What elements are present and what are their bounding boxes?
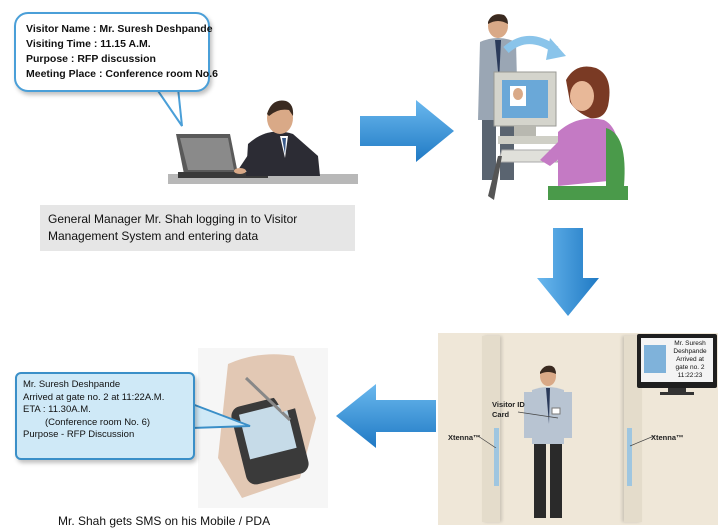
antenna-label-left: Xtenna™: [448, 433, 481, 442]
monitor-text: Mr. Suresh Deshpande Arrived at gate no.…: [668, 340, 712, 380]
monitor-screen: Mr. Suresh Deshpande Arrived at gate no.…: [641, 338, 713, 382]
antenna-right: [627, 428, 632, 486]
walking-visitor-illustration: [524, 365, 572, 518]
monitor-line-1: Mr. Suresh: [674, 340, 706, 347]
reception-desk-illustration: [478, 14, 628, 200]
sms-line-purpose: Purpose - RFP Discussion: [23, 429, 135, 440]
arrow-down: [537, 228, 599, 316]
sms-line-arrived: Arrived at gate no. 2 at 11:22A.M.: [23, 391, 165, 403]
monitor-display: Mr. Suresh Deshpande Arrived at gate no.…: [637, 334, 717, 388]
sms-line-room: (Conference room No. 6): [45, 416, 151, 428]
sms-line-eta: ETA : 11.30A.M.: [23, 404, 91, 415]
monitor-line-4: gate no. 2: [675, 364, 705, 371]
visitor-id-card-label-line2: Card: [492, 410, 510, 419]
monitor-line-3: Arrived at: [676, 356, 704, 363]
monitor-line-5: 11:22:23: [677, 372, 703, 379]
step3-caption: Mr. Shah gets SMS on his Mobile / PDA: [58, 514, 271, 528]
purpose-line: Purpose : RFP discussion: [26, 53, 156, 65]
visitor-photo: [644, 345, 666, 373]
label-pointer-lines: [477, 411, 655, 448]
step1-caption: General Manager Mr. Shah logging in to V…: [40, 205, 355, 251]
step1-caption-line1: General Manager Mr. Shah logging in to V…: [48, 212, 298, 226]
manager-laptop-illustration: [168, 100, 358, 184]
visitor-id-card-label: Visitor ID Card: [492, 400, 525, 420]
arrow-right-top: [360, 100, 454, 162]
sms-message-bubble: Mr. Suresh Deshpande Arrived at gate no.…: [15, 372, 195, 460]
meeting-place-line: Meeting Place : Conference room No.6: [26, 68, 218, 80]
monitor-stand: [668, 388, 686, 392]
antenna-label-right: Xtenna™: [651, 433, 684, 442]
visitor-name-line: Visitor Name : Mr. Suresh Deshpande: [26, 23, 213, 35]
visitor-id-card-label-line1: Visitor ID: [492, 400, 525, 409]
visiting-time-line: Visiting Time : 11.15 A.M.: [26, 38, 151, 50]
antenna-left: [494, 428, 499, 486]
step1-caption-line2: Management System and entering data: [48, 229, 259, 243]
visitor-info-bubble: Visitor Name : Mr. Suresh Deshpande Visi…: [14, 12, 218, 92]
sms-line-name: Mr. Suresh Deshpande: [23, 379, 121, 390]
monitor-line-2: Deshpande: [673, 348, 707, 355]
arrow-left-bottom: [336, 384, 436, 448]
monitor-base: [660, 392, 694, 395]
sms-bubble-tail: [190, 402, 251, 430]
